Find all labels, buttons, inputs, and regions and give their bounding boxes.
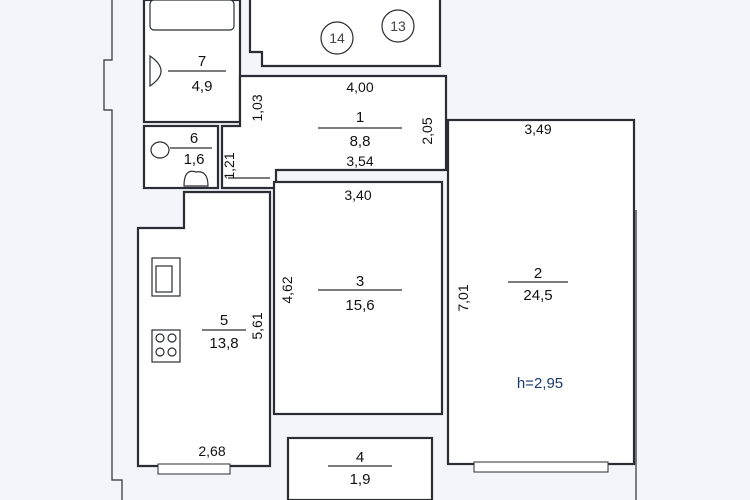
corridor-top: [248, 0, 442, 68]
room-4: [286, 436, 434, 500]
kitchen-sink: [151, 257, 181, 297]
dim-r6-right: 1,21: [221, 152, 237, 179]
bathtub: [149, 0, 235, 31]
room-1: [220, 74, 448, 190]
marker-14-circle: [320, 21, 354, 55]
dim-r2-left: 7,01: [455, 284, 471, 311]
room-2: [446, 118, 636, 466]
room-3: [272, 180, 444, 416]
kitchen-sink-basin: [155, 265, 173, 293]
room-1-area: 8,8: [350, 133, 371, 150]
dim-r5-right: 5,61: [249, 312, 265, 339]
dim-r2-top: 3,49: [524, 121, 551, 137]
room-1-number: 1: [356, 109, 364, 126]
burner-3: [155, 347, 165, 357]
burner-1: [155, 333, 165, 343]
marker-13-text: 13: [390, 18, 406, 34]
room-7-area: 4,9: [192, 78, 213, 95]
marker-13-circle: [381, 9, 415, 43]
burner-2: [167, 333, 177, 343]
outer-wall-left: [103, 0, 123, 500]
toilet-bowl: [183, 170, 209, 187]
room-6-number: 6: [190, 130, 198, 147]
sink-bath: [149, 54, 162, 88]
room-5-number: 5: [220, 312, 228, 329]
stove: [151, 329, 181, 363]
toilet: [150, 141, 170, 159]
room-7-number: 7: [198, 53, 206, 70]
window-room-2: [473, 461, 609, 473]
dim-r3-left: 4,62: [279, 276, 295, 303]
room-6-area: 1,6: [184, 151, 205, 168]
room-3-area: 15,6: [345, 297, 374, 314]
room-3-number: 3: [356, 273, 364, 290]
room-4-area: 1,9: [350, 471, 371, 488]
room-2-number: 2: [534, 265, 542, 282]
room-4-number: 4: [356, 449, 364, 466]
room-2-area: 24,5: [523, 287, 552, 304]
room-5-area: 13,8: [209, 335, 238, 352]
dim-r5-bottom: 2,68: [198, 443, 225, 459]
burner-4: [167, 347, 177, 357]
dim-r1-left: 1,03: [249, 94, 265, 121]
dim-r1-top: 4,00: [346, 79, 373, 95]
marker-14-text: 14: [329, 30, 345, 46]
dim-r1-bottom: 3,54: [346, 153, 373, 169]
dim-r3-top: 3,40: [344, 187, 371, 203]
window-kitchen: [157, 463, 231, 475]
dim-r1-right: 2,05: [419, 117, 435, 144]
ceiling-height: h=2,95: [517, 375, 563, 392]
